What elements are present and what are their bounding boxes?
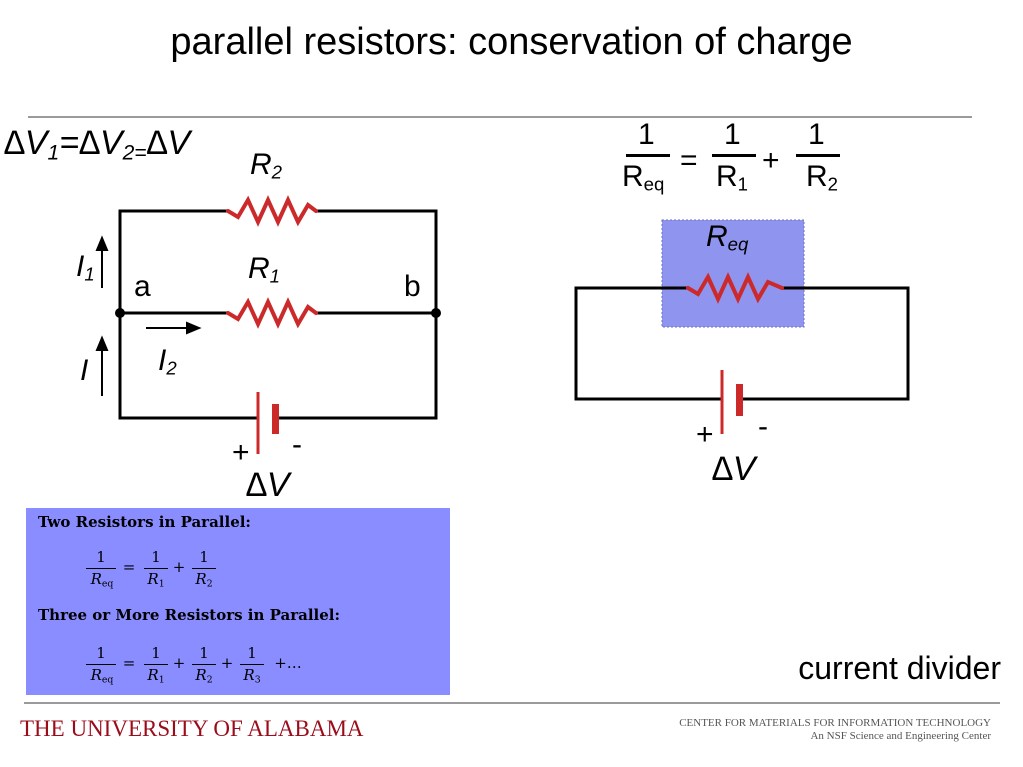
two-frac1-bar [86,568,116,569]
center-line-1: CENTER FOR MATERIALS FOR INFORMATION TEC… [679,717,991,729]
label-i1: I1 [76,250,95,285]
right-wire-top-right [740,286,910,401]
two-plus: + [172,558,186,576]
two-frac2-den: R1 [147,570,165,590]
right-wire-top-left [574,286,722,401]
i2-arrow-head [186,321,202,335]
voltage-relation: ∆V1=∆V2=∆V [4,124,191,165]
page-title: parallel resistors: conservation of char… [170,21,853,63]
bottom-divider [24,702,1000,704]
three-plus-1: + [172,654,186,672]
eq-numerator-1: 1 [638,118,655,151]
label-i: I [80,354,89,387]
resistor-req [686,272,784,304]
delta-v-left: ∆V [246,466,290,504]
three-frac1-den: Req [90,666,114,686]
three-plus-2: + [220,654,234,672]
right-battery-short-plate [736,384,743,416]
top-branch-wire-right [316,209,438,313]
two-frac1-num: 1 [96,548,106,566]
node-b-dot [431,308,441,318]
eq-denominator-req: Req [622,160,665,195]
eq-denominator-r2: R2 [806,160,839,195]
two-equals: = [122,558,136,576]
three-ellipsis: +… [274,654,302,672]
two-frac2-num: 1 [151,548,161,566]
label-i2: I2 [158,344,177,379]
three-frac2-num: 1 [151,644,161,662]
two-frac1-den: Req [90,570,114,590]
eq-equals: = [680,144,698,177]
three-frac4-den: R3 [243,666,261,686]
two-resistors-heading: Two Resistors in Parallel: [38,513,251,531]
three-resistors-heading: Three or More Resistors in Parallel: [38,606,341,624]
battery-plus-left: + [232,436,250,469]
two-frac3-bar [192,568,216,569]
label-r1: R1 [248,252,281,287]
resistor-r2 [226,195,318,227]
bottom-wire-right [276,313,438,420]
node-a-dot [115,308,125,318]
three-frac3-num: 1 [199,644,209,662]
three-frac3-den: R2 [195,666,213,686]
top-divider [28,116,972,118]
three-equals: = [122,654,136,672]
university-name: THE UNIVERSITY OF ALABAMA [20,716,364,741]
label-node-a: a [134,270,151,303]
current-divider-label: current divider [798,650,1001,686]
bottom-wire-left [118,313,258,420]
delta-v-right: ∆V [712,450,756,488]
eq-numerator-2: 1 [724,118,741,151]
two-frac2-bar [144,568,168,569]
label-req: Req [706,220,749,255]
eq-plus: + [762,144,780,177]
top-branch-wire [118,209,228,313]
three-frac4-bar [240,664,264,665]
two-frac3-num: 1 [199,548,209,566]
three-frac3-bar [192,664,216,665]
i1-arrow-head [95,235,109,251]
eq-fraction-bar-2 [712,154,756,157]
resistor-r1 [226,297,318,329]
battery-short-plate [272,404,279,434]
three-frac2-bar [144,664,168,665]
label-node-b: b [404,270,421,303]
eq-fraction-bar-1 [626,154,670,157]
eq-fraction-bar-3 [796,154,840,157]
req-highlight-box [661,219,805,328]
label-r2: R2 [250,148,283,183]
eq-denominator-r1: R1 [716,160,749,195]
center-name: CENTER FOR MATERIALS FOR INFORMATION TEC… [679,717,991,743]
two-frac3-den: R2 [195,570,213,590]
i-arrow-head [95,335,109,351]
battery-minus-left: - [292,428,302,461]
parallel-formula-box: Two Resistors in Parallel: 1 Req = 1 R1 … [26,508,450,695]
three-frac2-den: R1 [147,666,165,686]
eq-numerator-3: 1 [808,118,825,151]
battery-minus-right: - [758,410,768,443]
center-line-2: An NSF Science and Engineering Center [810,730,991,742]
battery-plus-right: + [696,418,714,451]
three-frac1-bar [86,664,116,665]
three-frac1-num: 1 [96,644,106,662]
three-frac4-num: 1 [247,644,257,662]
